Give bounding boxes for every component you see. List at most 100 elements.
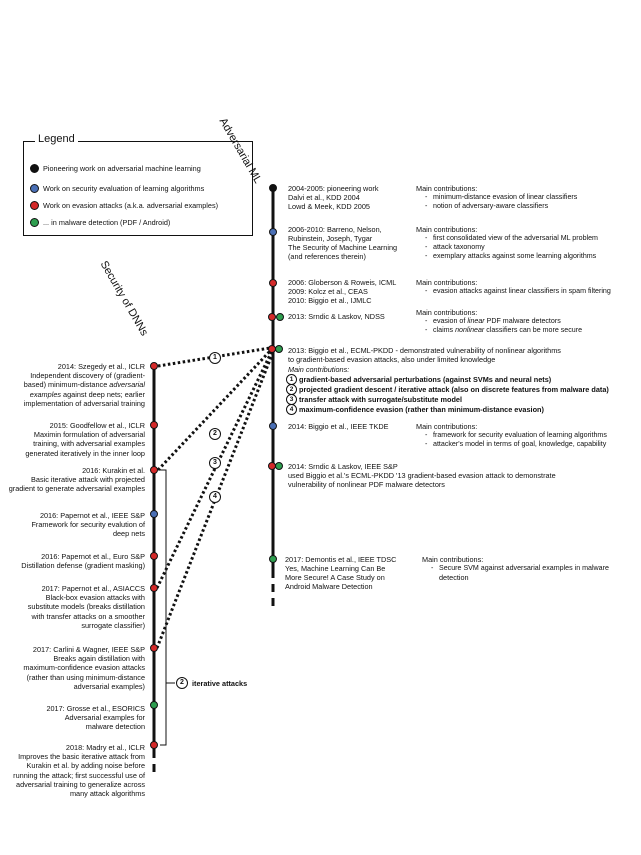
entry-line: to gradient-based evasion attacks, also … xyxy=(288,355,496,364)
entry-line: deep nets xyxy=(112,529,145,539)
legend-item-security-eval: Work on security evaluation of learning … xyxy=(43,184,205,193)
entry-line: Android Malware Detection xyxy=(285,582,373,591)
entry-line: 2018: Madry et al., ICLR xyxy=(65,743,145,752)
entry-line: malware detection xyxy=(85,722,145,732)
legend xyxy=(23,141,253,236)
legend-item-evasion: Work on evasion attacks (a.k.a. adversar… xyxy=(43,201,219,210)
dot-papernot-sp-2016 xyxy=(150,510,158,518)
entry-line: Breaks again distillation with xyxy=(53,654,145,664)
dot-biggio-2013-red xyxy=(268,345,276,353)
dot-papernot-asiaccs-2017 xyxy=(150,584,158,592)
contribution-item: attack taxonomy xyxy=(425,243,485,252)
entry-line: 2016: Papernot et al., IEEE S&P xyxy=(39,511,145,520)
entry-line: Basic iterative attack with projected xyxy=(31,475,145,485)
dot-pioneering-2004 xyxy=(269,184,277,192)
dot-goodfellow-2015 xyxy=(150,421,158,429)
biggio-item: gradient-based adversarial perturbations… xyxy=(299,375,552,384)
entry-line: 2010: Biggio et al., IJMLC xyxy=(288,296,372,305)
entry-line: implementation of adversarial training xyxy=(23,398,145,408)
entry-line: Distillation defense (gradient masking) xyxy=(21,561,145,571)
entry-line: Lowd & Meek, KDD 2005 xyxy=(288,202,370,211)
entry-line: 2017: Papernot et al., ASIACCS xyxy=(41,584,145,593)
legend-item-pioneering: Pioneering work on adversarial machine l… xyxy=(43,164,201,173)
entry-line: surrogate classifier) xyxy=(81,620,145,630)
dot-demontis-2017 xyxy=(269,555,277,563)
main-contributions-label: Main contributions: xyxy=(416,278,478,287)
main-contributions-label: Main contributions: xyxy=(416,422,478,431)
entry-line: Adversarial examples for xyxy=(64,713,145,723)
entry-line: Kurakin et al. by adding noise before xyxy=(26,761,145,771)
biggio-contributions-label: Main contributions: xyxy=(288,365,350,374)
entry-line: Black-box evasion attacks with xyxy=(45,593,145,603)
entry-line: training, with adversarial examples xyxy=(33,439,145,449)
entry-line: 2017: Demontis et al., IEEE TDSC xyxy=(285,555,397,564)
entry-line: 2006: Globerson & Roweis, ICML xyxy=(288,278,397,287)
entry-line: 2016: Kurakin et al. xyxy=(82,466,145,475)
entry-line: generated iteratively in the inner loop xyxy=(25,448,145,458)
contribution-item: first consolidated view of the adversari… xyxy=(425,234,598,243)
contribution-item-cont: detection xyxy=(439,573,469,582)
contribution-item: notion of adversary-aware classifiers xyxy=(425,202,548,211)
dot-barreno-2006 xyxy=(269,228,277,236)
contribution-item: claims nonlinear classifiers can be more… xyxy=(425,326,582,335)
legend-dot-black xyxy=(30,164,39,173)
entry-line: vulnerability of nonlinear PDF malware d… xyxy=(288,480,445,489)
dot-biggio-2013-green xyxy=(275,345,283,353)
entry-line: substitute models (breaks distillation xyxy=(27,602,145,612)
entry-line: Improves the basic iterative attack from xyxy=(18,752,145,762)
entry-line: gradient to generate adversarial example… xyxy=(8,484,145,494)
entry-line: Yes, Machine Learning Can Be xyxy=(285,564,386,573)
contribution-item: framework for security evaluation of lea… xyxy=(425,431,607,440)
dot-srndic-2014-red xyxy=(268,462,276,470)
entry-line: The Security of Machine Learning xyxy=(288,243,398,252)
legend-title: Legend xyxy=(35,133,78,145)
entry-line: with transfer attacks on a smoother xyxy=(31,611,145,621)
contribution-item: attacker's model in terms of goal, knowl… xyxy=(425,440,606,449)
entry-kurakin-2016: 2016: Kurakin et al. Basic iterative att… xyxy=(0,466,145,494)
entry-line: Independent discovery of (gradient- xyxy=(30,371,145,381)
entry-line: examples against deep nets; earlier xyxy=(29,389,145,399)
legend-dot-green xyxy=(30,218,39,227)
dot-srndic-2014-green xyxy=(275,462,283,470)
main-contributions-label: Main contributions: xyxy=(422,555,484,564)
entry-szegedy-2014: 2014: Szegedy et al., ICLR Independent d… xyxy=(0,362,145,408)
entry-papernot-asiaccs-2017: 2017: Papernot et al., ASIACCS Black-box… xyxy=(0,584,145,630)
marker-1: 1 xyxy=(209,352,221,364)
legend-dot-red xyxy=(30,201,39,210)
entry-line: (and references therein) xyxy=(288,252,366,261)
entry-papernot-sp-2016: 2016: Papernot et al., IEEE S&P Framewor… xyxy=(0,511,145,539)
marker-4: 4 xyxy=(209,491,221,503)
dot-szegedy-2014 xyxy=(150,362,158,370)
bracket-marker: 2 xyxy=(176,677,188,689)
entry-line: based) minimum-distance adversarial xyxy=(23,380,145,390)
entry-line: 2017: Grosse et al., ESORICS xyxy=(46,704,145,713)
entry-line: 2015: Goodfellow et al., ICLR xyxy=(49,421,145,430)
entry-srndic-2013: 2013: Srndic & Laskov, NDSS xyxy=(288,312,385,321)
dot-globerson-2006 xyxy=(269,279,277,287)
biggio-item: projected gradient descent / iterative a… xyxy=(299,385,609,394)
entry-line: 2006-2010: Barreno, Nelson, xyxy=(288,225,382,234)
marker-3: 3 xyxy=(209,457,221,469)
main-contributions-label: Main contributions: xyxy=(416,184,478,193)
legend-item-malware: ... in malware detection (PDF / Android) xyxy=(43,218,171,227)
main-contributions-label: Main contributions: xyxy=(416,225,478,234)
entry-line: (rather than using minimum-distance xyxy=(26,672,145,682)
contribution-item: exemplary attacks against some learning … xyxy=(425,252,596,261)
biggio-item: transfer attack with surrogate/substitut… xyxy=(299,395,462,404)
dot-madry-2018 xyxy=(150,741,158,749)
entry-line: 2013: Biggio et al., ECML-PKDD - demonst… xyxy=(288,346,561,355)
bracket-label: iterative attacks xyxy=(192,679,248,688)
entry-line: 2004-2005: pioneering work xyxy=(288,184,379,193)
entry-line: adversarial training to generalize acros… xyxy=(16,779,145,789)
entry-line: 2014: Srndic & Laskov, IEEE S&P xyxy=(288,462,398,471)
entry-line: Rubinstein, Joseph, Tygar xyxy=(288,234,373,243)
entry-papernot-eurosp-2016: 2016: Papernot et al., Euro S&P Distilla… xyxy=(0,552,145,570)
dot-biggio-2014 xyxy=(269,422,277,430)
biggio-item: maximum-confidence evasion (rather than … xyxy=(299,405,544,414)
entry-line: adversarial examples) xyxy=(73,681,145,691)
entry-grosse-2017: 2017: Grosse et al., ESORICS Adversarial… xyxy=(0,704,145,732)
contribution-item: Secure SVM against adversarial examples … xyxy=(431,564,609,573)
entry-line: 2014: Szegedy et al., ICLR xyxy=(57,362,145,371)
biggio-item-marker: 4 xyxy=(286,404,297,415)
entry-line: More Secure! A Case Study on xyxy=(285,573,385,582)
